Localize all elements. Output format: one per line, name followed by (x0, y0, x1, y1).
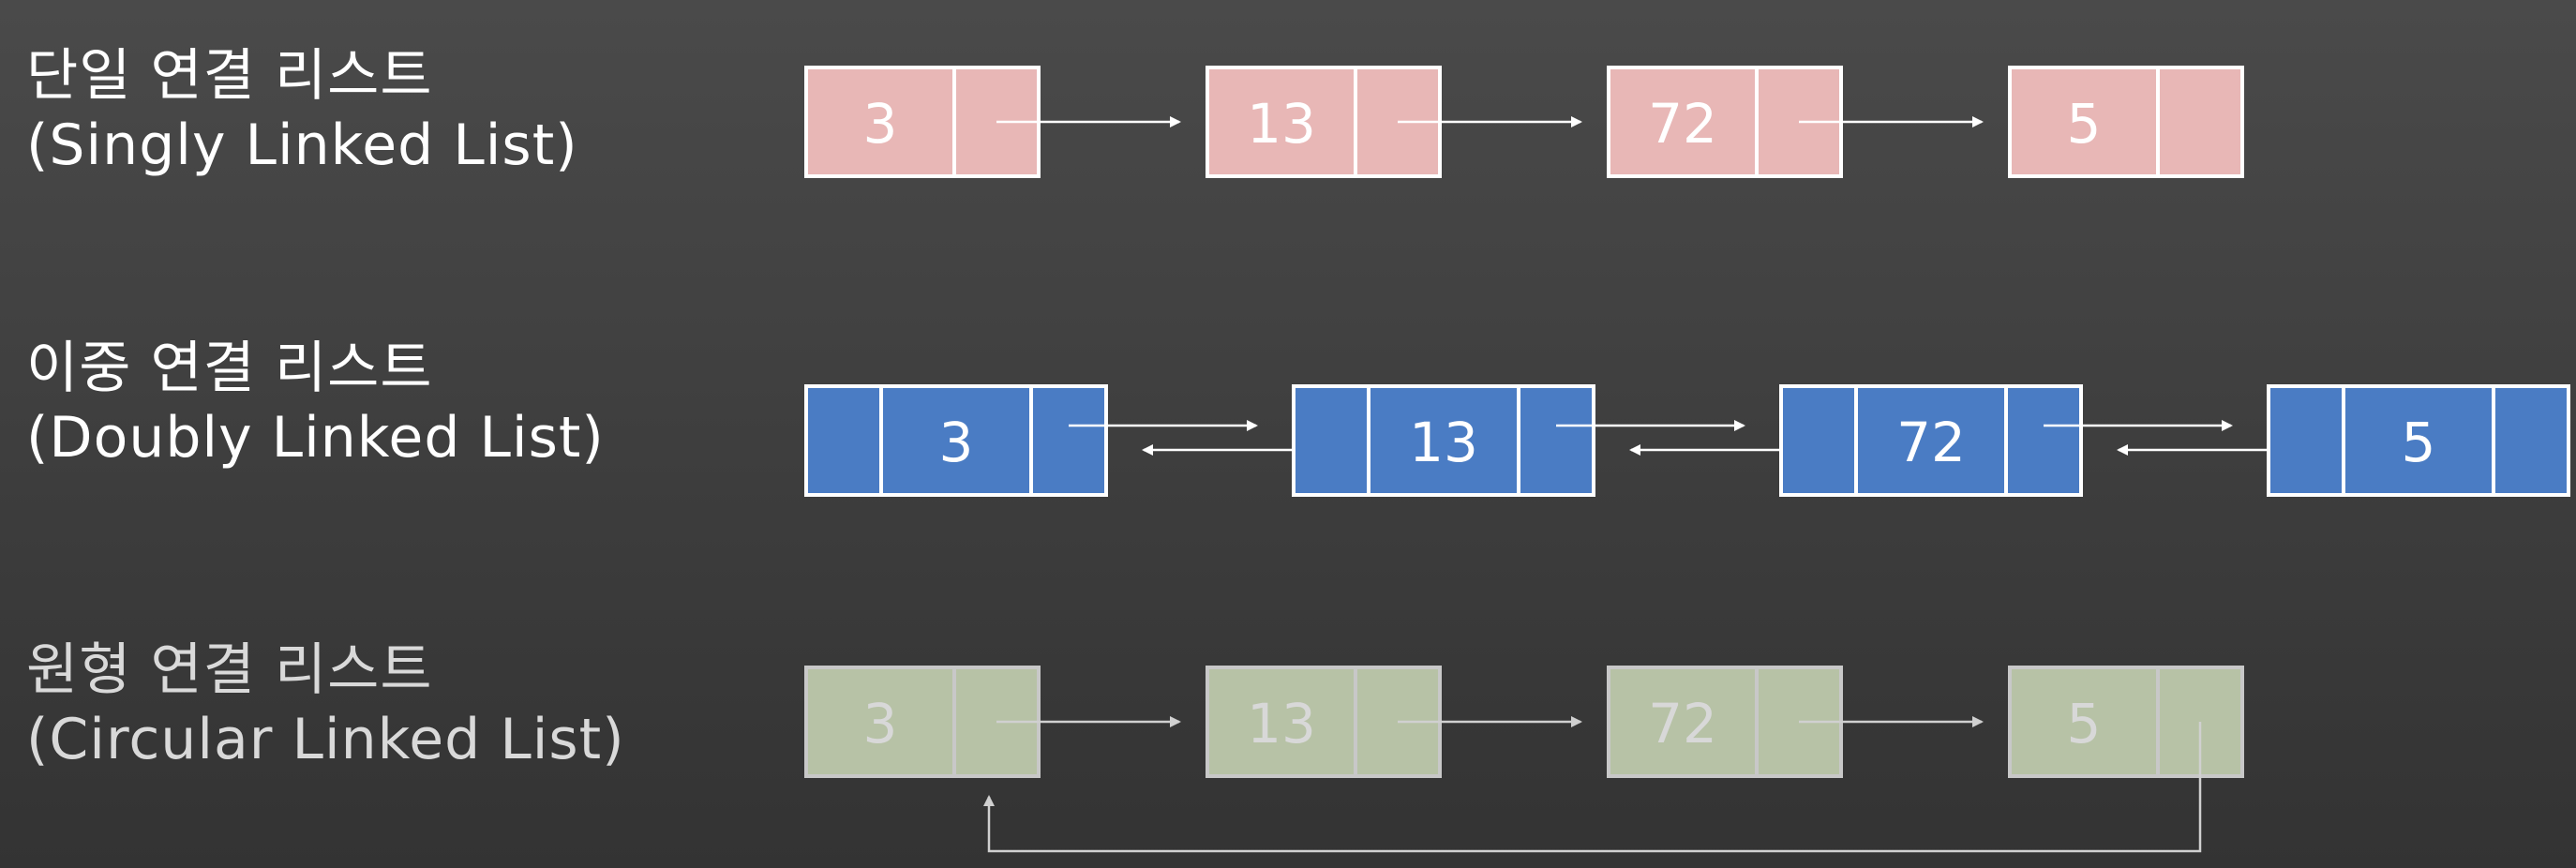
node-value-cell (1854, 384, 2008, 497)
doubly-linked-list-title: 이중 연결 리스트 (Doubly Linked List) (26, 334, 605, 472)
node-value-cell (2008, 666, 2160, 778)
node-value-label: 3 (863, 92, 898, 156)
circular-return-arrow (983, 722, 2202, 853)
node-next-cell (2004, 384, 2083, 497)
node-value-label: 13 (1409, 411, 1478, 474)
singly-title-korean: 단일 연결 리스트 (26, 43, 433, 109)
doubly-title-english: (Doubly Linked List) (26, 405, 605, 471)
circular-linked-list-title: 원형 연결 리스트 (Circular Linked List) (26, 636, 625, 774)
node-value-label: 3 (939, 411, 974, 474)
node-value-cell (1607, 666, 1759, 778)
doubly-title-korean: 이중 연결 리스트 (26, 336, 433, 401)
singly-node: 5 (2008, 66, 2244, 178)
node-prev-cell (1779, 384, 1858, 497)
node-value-label: 72 (1896, 411, 1966, 474)
singly-linked-list: 3 13 72 5 (804, 66, 2244, 178)
node-next-cell (2492, 384, 2570, 497)
doubly-node: 3 (804, 384, 1108, 497)
node-value-label: 5 (2067, 692, 2102, 756)
node-value-label: 13 (1247, 692, 1316, 756)
node-value-label: 72 (1648, 692, 1717, 756)
node-value-cell (2342, 384, 2495, 497)
node-prev-cell (2267, 384, 2345, 497)
node-value-label: 72 (1648, 92, 1717, 156)
node-pointer-cell (2156, 66, 2244, 178)
node-value-cell (1206, 66, 1357, 178)
doubly-linked-list: 3 13 72 5 (804, 384, 2570, 497)
singly-linked-list-title: 단일 연결 리스트 (Singly Linked List) (26, 41, 578, 180)
node-value-cell (879, 384, 1033, 497)
circular-node: 5 (2008, 666, 2244, 778)
node-prev-cell (804, 384, 883, 497)
circular-title-english: (Circular Linked List) (26, 707, 625, 772)
node-value-cell (1206, 666, 1357, 778)
node-value-label: 3 (863, 692, 898, 756)
singly-title-english: (Singly Linked List) (26, 112, 578, 178)
doubly-node: 5 (2267, 384, 2570, 497)
node-value-label: 5 (2067, 92, 2102, 156)
doubly-node: 13 (1292, 384, 1595, 497)
node-next-cell (1029, 384, 1108, 497)
node-next-cell (1517, 384, 1595, 497)
node-prev-cell (1292, 384, 1370, 497)
node-value-label: 5 (2402, 411, 2436, 474)
node-value-label: 13 (1247, 92, 1316, 156)
circular-linked-list: 3 13 72 5 (804, 666, 2244, 853)
node-value-cell (2008, 66, 2160, 178)
singly-node: 72 (1607, 66, 1843, 178)
doubly-node: 72 (1779, 384, 2083, 497)
node-value-cell (804, 666, 956, 778)
circular-title-korean: 원형 연결 리스트 (26, 637, 433, 703)
